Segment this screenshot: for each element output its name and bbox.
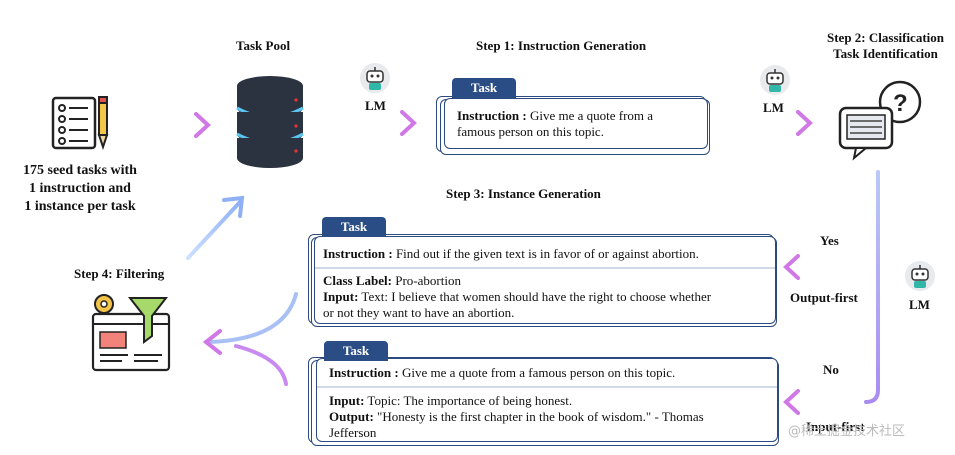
step2-label-line2: Task Identification — [833, 46, 938, 61]
seed-tasks-label: 175 seed tasks with 1 instruction and 1 … — [10, 162, 150, 216]
seed-tasks-icon — [51, 96, 109, 151]
step1-label: Step 1: Instruction Generation — [476, 38, 647, 53]
seed-line-1: 175 seed tasks with — [23, 163, 137, 178]
card1-instruction-value: Give me a quote from a — [526, 108, 654, 123]
seed-line-3: 1 instance per task — [24, 199, 136, 214]
lm-label-1: LM — [365, 98, 386, 113]
card3-task-tab: Task — [324, 341, 388, 361]
filter-icon — [91, 294, 171, 372]
card2-instruction-key: Instruction : — [323, 246, 393, 261]
card1-instruction-key: Instruction : — [457, 108, 527, 123]
classification-branch-line — [864, 170, 880, 404]
card3-input-value: Topic: The importance of being honest. — [364, 393, 573, 408]
robot-icon — [905, 261, 935, 291]
card3-divider — [317, 386, 777, 388]
robot-icon — [360, 63, 390, 93]
card3-input-first: Instruction : Give me a quote from a fam… — [316, 358, 778, 442]
card2-input-key: Input: — [323, 289, 359, 304]
card3-output-value: "Honesty is the first chapter in the boo… — [373, 409, 704, 424]
svg-text:?: ? — [893, 90, 908, 117]
arrow-pool-to-step1 — [338, 110, 417, 136]
watermark: @稀土掘金技术社区 — [788, 424, 906, 439]
step4-label: Step 4: Filtering — [74, 266, 165, 281]
arrow-no-branch — [783, 389, 878, 415]
step2-label: Step 2: Classification Task Identificati… — [808, 30, 955, 62]
card2-class-key: Class Label: — [323, 273, 392, 288]
yes-label: Yes — [820, 233, 839, 248]
arrow-cards-to-filter — [202, 292, 298, 386]
task-pool-label: Task Pool — [236, 38, 291, 53]
card3-instruction-value: Give me a quote from a famous person on … — [398, 365, 676, 380]
arrow-seed-to-pool — [132, 112, 211, 138]
step2-label-line1: Step 2: Classification — [827, 30, 944, 45]
card2-output-first: Instruction : Find out if the given text… — [314, 236, 776, 324]
output-first-label: Output-first — [790, 290, 858, 305]
card1-instruction-value-2: famous person on this topic. — [457, 124, 604, 139]
seed-line-2: 1 instruction and — [29, 181, 131, 196]
card3-instruction-key: Instruction : — [329, 365, 399, 380]
card2-class-value: Pro-abortion — [391, 273, 461, 288]
card2-input-value-2: or not they want to have an abortion. — [323, 305, 515, 320]
no-label: No — [823, 362, 839, 377]
card2-input-value: Text: I believe that women should have t… — [358, 289, 712, 304]
classification-icon: ? — [838, 80, 922, 161]
card3-output-value-2: Jefferson — [329, 425, 377, 440]
lm-label-2: LM — [763, 100, 784, 115]
card3-output-key: Output: — [329, 409, 374, 424]
card2-task-tab: Task — [322, 217, 386, 237]
card3-input-key: Input: — [329, 393, 365, 408]
card1-task-tab: Task — [452, 78, 516, 98]
card2-instruction-value: Find out if the given text is in favor o… — [392, 246, 699, 261]
arrow-step1-to-step2 — [734, 110, 813, 136]
step3-label: Step 3: Instance Generation — [446, 186, 601, 201]
robot-icon — [760, 65, 790, 95]
database-icon — [236, 76, 304, 168]
arrow-filter-to-pool — [186, 195, 245, 260]
lm-label-3: LM — [909, 297, 930, 312]
card2-divider — [315, 267, 775, 269]
arrow-yes-branch — [783, 254, 878, 280]
card1-instruction-generation: Instruction : Give me a quote from a fam… — [444, 98, 708, 149]
input-first-label: Input-first — [806, 419, 865, 434]
